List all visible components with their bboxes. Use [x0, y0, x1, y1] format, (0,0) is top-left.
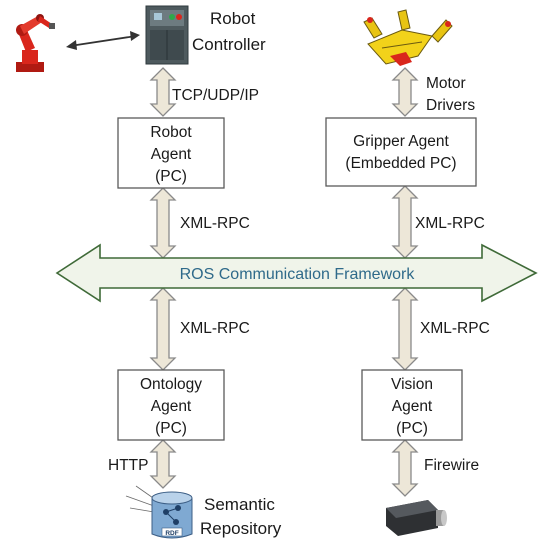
robot-agent-line2: Agent: [151, 146, 192, 163]
ros-framework-label: ROS Communication Framework: [180, 266, 416, 283]
gripper-agent-line1: Gripper Agent: [353, 133, 449, 150]
robot-controller-label-line1: Robot: [210, 9, 256, 28]
arrow-controller-robot-agent: [149, 67, 177, 117]
ontology-agent-box: [117, 369, 225, 441]
robot-agent-line3: (PC): [155, 168, 187, 185]
gripper-agent-line2: (Embedded PC): [345, 155, 456, 172]
ontology-agent-line2: Agent: [151, 398, 192, 415]
rdf-badge: RDF: [165, 530, 178, 537]
robot-controller-link: [66, 31, 140, 50]
industrial-camera-icon: [386, 500, 447, 536]
xml-rpc-bottom-right-label: XML-RPC: [420, 320, 490, 337]
semantic-repository-label-line2: Repository: [200, 519, 282, 538]
industrial-robot-arm-icon: [16, 14, 55, 72]
semantic-repository-label-line1: Semantic: [204, 495, 275, 514]
connection-arrows: [149, 67, 419, 497]
xml-rpc-top-right-label: XML-RPC: [415, 215, 485, 232]
arrow-gripper-agent-ros: [391, 185, 419, 259]
vision-agent-line2: Agent: [392, 398, 433, 415]
semantic-database-icon: RDF: [125, 485, 193, 539]
xml-rpc-bottom-left-label: XML-RPC: [180, 320, 250, 337]
robot-agent-line1: Robot: [150, 124, 192, 141]
gripper-agent-box: [325, 117, 477, 187]
vision-agent-line3: (PC): [396, 420, 428, 437]
ontology-agent-line1: Ontology: [140, 376, 202, 393]
ros-communication-bus: [55, 243, 538, 303]
arrow-robot-agent-ros: [149, 187, 177, 259]
arrow-ros-vision-agent: [391, 287, 419, 371]
ontology-agent-line3: (PC): [155, 420, 187, 437]
arrow-ontology-repository: [149, 439, 177, 489]
motor-drivers-label-line1: Motor: [426, 75, 466, 92]
robot-controller-label-line2: Controller: [192, 35, 266, 54]
tcp-udp-ip-label: TCP/UDP/IP: [172, 87, 259, 104]
vision-agent-line1: Vision: [391, 376, 433, 393]
motor-drivers-label-line2: Drivers: [426, 97, 475, 114]
controller-cabinet-icon: [145, 5, 189, 65]
vision-agent-box: [361, 369, 463, 441]
xml-rpc-top-left-label: XML-RPC: [180, 215, 250, 232]
arrow-ros-ontology-agent: [149, 287, 177, 371]
firewire-label: Firewire: [424, 457, 479, 474]
robotic-gripper-icon: [363, 9, 453, 66]
arrow-gripper-motor: [391, 67, 419, 117]
arrow-vision-camera: [391, 439, 419, 497]
http-label: HTTP: [108, 457, 148, 474]
robot-agent-box: [117, 117, 225, 189]
